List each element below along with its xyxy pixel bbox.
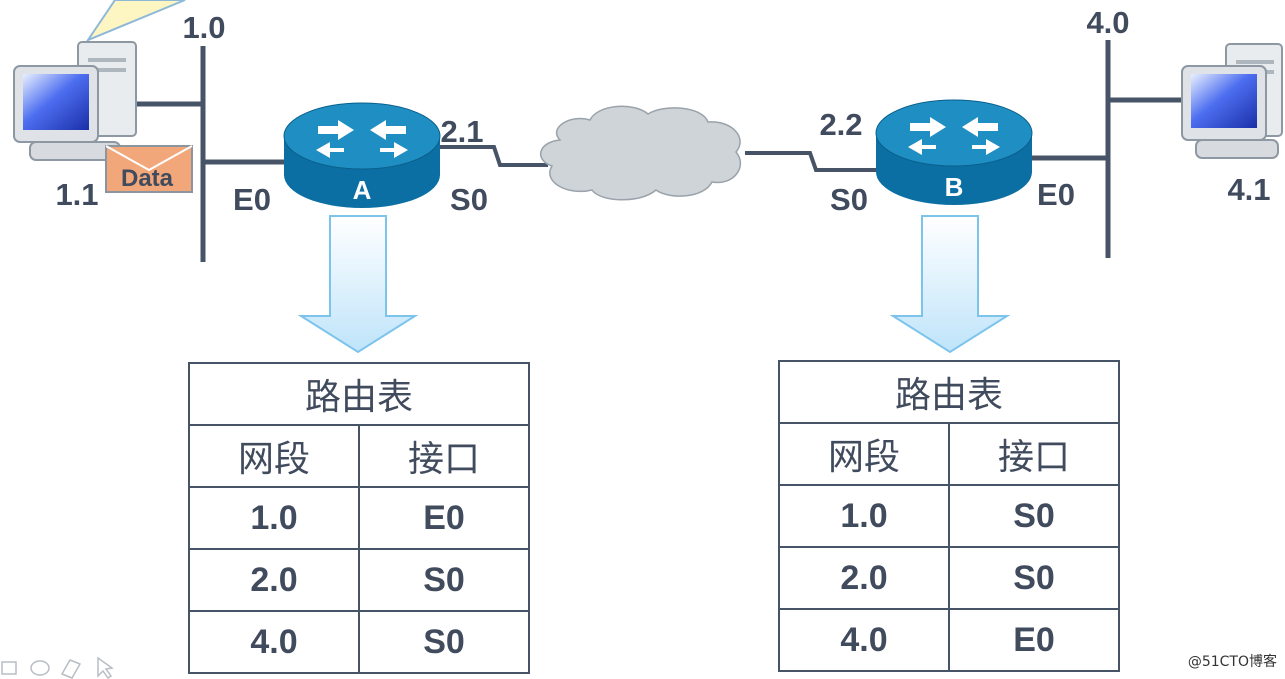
table-cell: 4.0	[778, 608, 950, 672]
routing-table-a: 路由表 网段 接口 1.0 E0 2.0 S0 4.0 S0	[187, 362, 531, 674]
router-b-icon	[875, 99, 1033, 205]
table-cell: E0	[947, 608, 1121, 672]
pen-icon[interactable]	[30, 660, 50, 676]
table-cell: 1.0	[188, 486, 360, 550]
arrow-down-a-icon	[297, 215, 419, 354]
net-right-label: 4.0	[1086, 5, 1129, 40]
routing-table-b-header-interface: 接口	[947, 422, 1121, 486]
host-right-label: 4.1	[1227, 172, 1270, 207]
routing-table-b-header-segment: 网段	[778, 422, 950, 486]
host-left-label: 1.1	[55, 177, 98, 212]
router-a-s-addr: 2.1	[440, 114, 483, 149]
serial-link-b	[745, 151, 878, 172]
beam-shape	[85, 0, 186, 43]
data-envelope-icon	[105, 145, 193, 193]
data-label: Data	[121, 165, 174, 192]
routing-table-a-header-interface: 接口	[357, 424, 531, 488]
table-cell: E0	[357, 486, 531, 550]
routing-table-b: 路由表 网段 接口 1.0 S0 2.0 S0 4.0 E0	[777, 360, 1121, 672]
table-cell: 2.0	[188, 548, 360, 612]
router-b-s-addr: 2.2	[819, 107, 862, 142]
serial-link-a	[440, 145, 548, 167]
table-cell: 1.0	[778, 484, 950, 548]
routing-table-b-title: 路由表	[777, 360, 1121, 424]
grid-icon[interactable]	[1, 661, 17, 675]
eraser-icon[interactable]	[60, 659, 82, 679]
routing-table-a-header-segment: 网段	[188, 424, 360, 488]
table-cell: S0	[947, 546, 1121, 610]
arrow-down-b-icon	[889, 215, 1011, 354]
table-cell: S0	[357, 548, 531, 612]
table-cell: 4.0	[188, 610, 360, 674]
router-b-name: B	[945, 172, 964, 202]
router-a-name: A	[353, 175, 372, 205]
router-a-s-port: S0	[450, 182, 488, 217]
table-cell: S0	[357, 610, 531, 674]
pc-right-icon	[1181, 43, 1283, 159]
watermark: @51CTO博客	[1187, 654, 1277, 670]
router-a-icon	[283, 102, 441, 208]
table-cell: S0	[947, 484, 1121, 548]
router-b-e-port: E0	[1037, 177, 1075, 212]
table-cell: 2.0	[778, 546, 950, 610]
router-b-s-port: S0	[830, 182, 868, 217]
slide-toolbar	[1, 656, 114, 679]
wan-cloud-icon	[540, 105, 742, 201]
routing-table-a-title: 路由表	[187, 362, 531, 426]
pointer-icon[interactable]	[97, 656, 114, 679]
net-left-label: 1.0	[182, 10, 225, 45]
pc-left-icon	[13, 41, 137, 161]
router-a-e-port: E0	[233, 182, 271, 217]
